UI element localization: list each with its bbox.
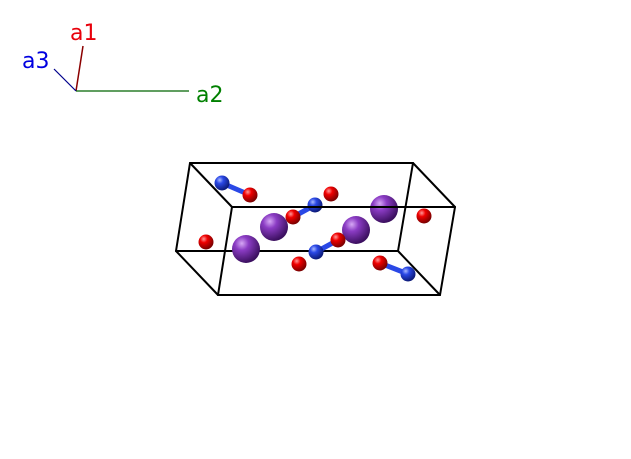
atom-oxygen[interactable] xyxy=(198,234,214,250)
axis-a2-label: a2 xyxy=(196,83,223,108)
atom-potassium[interactable] xyxy=(260,213,288,241)
axis-a3-line xyxy=(53,68,77,92)
axis-a1-label: a1 xyxy=(70,21,97,46)
cell-edge xyxy=(189,162,233,208)
atom-nitrogen[interactable] xyxy=(214,175,230,191)
axis-a3-label: a3 xyxy=(22,49,49,74)
atom-oxygen[interactable] xyxy=(372,255,388,271)
atom-oxygen[interactable] xyxy=(416,208,432,224)
axis-a1-line xyxy=(75,45,84,92)
cell-edge xyxy=(439,206,456,296)
atoms xyxy=(198,175,432,282)
atom-oxygen[interactable] xyxy=(323,186,339,202)
cell-edge xyxy=(397,250,441,296)
atom-nitrogen[interactable] xyxy=(307,197,323,213)
atom-oxygen[interactable] xyxy=(330,232,346,248)
atom-potassium[interactable] xyxy=(342,216,370,244)
cell-edge xyxy=(217,206,233,296)
atom-nitrogen[interactable] xyxy=(308,244,324,260)
cell-edge xyxy=(175,250,219,296)
atom-nitrogen[interactable] xyxy=(400,266,416,282)
unit-cell-front xyxy=(217,206,456,296)
atom-oxygen[interactable] xyxy=(242,187,258,203)
atom-potassium[interactable] xyxy=(232,235,260,263)
atom-oxygen[interactable] xyxy=(291,256,307,272)
cell-edge xyxy=(412,162,456,208)
cell-edge xyxy=(175,162,191,252)
atom-potassium[interactable] xyxy=(370,195,398,223)
axis-indicator: a1 a2 a3 xyxy=(22,21,223,108)
atom-oxygen[interactable] xyxy=(285,209,301,225)
